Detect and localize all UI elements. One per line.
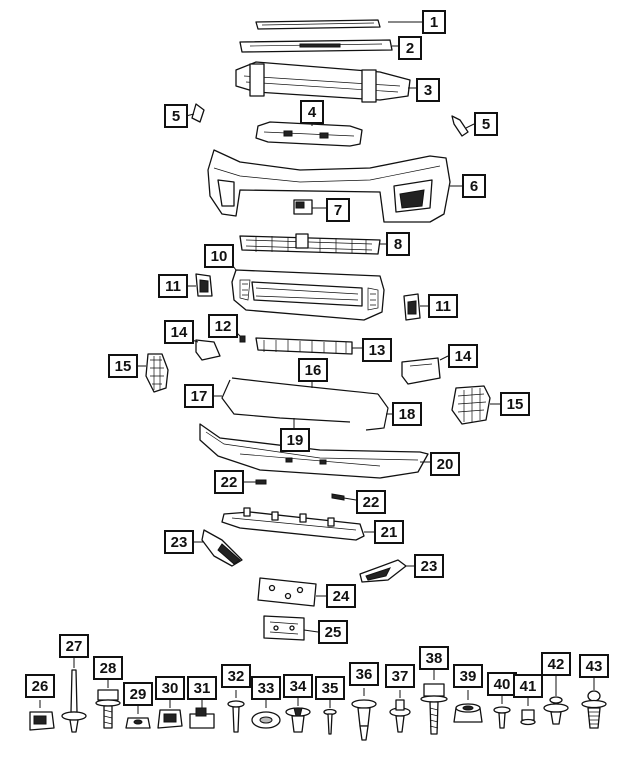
callout-30: 30: [155, 676, 185, 700]
fastener-40-bolt: [493, 696, 511, 729]
fastener-27-pin: [61, 658, 87, 733]
part-10-main-grille: [229, 261, 385, 321]
callout-35: 35: [315, 676, 345, 700]
part-2-bar: [239, 39, 398, 53]
fastener-26-clip: [29, 700, 55, 731]
fastener-32-screw: [227, 690, 245, 733]
fastener-34-push: [285, 698, 311, 733]
callout-23-right: 23: [414, 554, 444, 578]
part-4-bracket: [255, 118, 363, 147]
callout-14-right: 14: [448, 344, 478, 368]
fastener-41-nut: [520, 698, 536, 726]
callout-17: 17: [184, 384, 214, 408]
callout-11-left: 11: [158, 274, 188, 298]
callout-14-left: 14: [164, 320, 194, 344]
callout-27: 27: [59, 634, 89, 658]
callout-33: 33: [251, 676, 281, 700]
callout-20: 20: [430, 452, 460, 476]
callout-29: 29: [123, 682, 153, 706]
part-14-bezel-left: [191, 339, 221, 361]
callout-4: 4: [300, 100, 324, 124]
callout-22-right: 22: [356, 490, 386, 514]
callout-34: 34: [283, 674, 313, 698]
part-5-bracket-right: [451, 115, 475, 137]
fastener-28-bolt: [95, 680, 121, 729]
part-21-lower-bracket: [221, 507, 374, 541]
fastener-30-clip: [157, 700, 183, 729]
part-5-bracket-left: [185, 103, 205, 123]
callout-42: 42: [541, 652, 571, 676]
callout-28: 28: [93, 656, 123, 680]
part-15-lamp-left: [138, 353, 169, 393]
callout-5-left: 5: [164, 104, 188, 128]
part-13-lower-grille: [255, 337, 362, 355]
part-3-beam: [235, 61, 416, 103]
part-22-clip-left: [244, 479, 267, 485]
callout-6: 6: [462, 174, 486, 198]
part-18-molding-right: [365, 393, 392, 431]
part-6-fascia: [207, 149, 462, 223]
part-14-bezel-right: [401, 355, 449, 385]
callout-12: 12: [208, 314, 238, 338]
part-23-trim-right: [359, 559, 414, 583]
callout-41: 41: [513, 674, 543, 698]
callout-37: 37: [385, 664, 415, 688]
callout-11-right: 11: [428, 294, 458, 318]
callout-43: 43: [579, 654, 609, 678]
callout-26: 26: [25, 674, 55, 698]
part-15-lamp-right: [451, 385, 500, 425]
part-23-trim-left: [194, 529, 243, 567]
fastener-43-tree-clip: [581, 678, 607, 729]
callout-5-right: 5: [474, 112, 498, 136]
callout-25: 25: [318, 620, 348, 644]
part-16-molding-top: [231, 377, 379, 395]
callout-18: 18: [392, 402, 422, 426]
callout-38: 38: [419, 646, 449, 670]
callout-7: 7: [326, 198, 350, 222]
part-24-license-bracket: [257, 577, 326, 607]
callout-31: 31: [187, 676, 217, 700]
fastener-33-disc-clip: [251, 700, 281, 729]
part-8-grille: [239, 233, 386, 255]
callout-13: 13: [362, 338, 392, 362]
callout-24: 24: [326, 584, 356, 608]
callout-39: 39: [453, 664, 483, 688]
fastener-37-rivet: [389, 690, 411, 733]
callout-32: 32: [221, 664, 251, 688]
fastener-36-bolt: [351, 688, 377, 741]
part-11-trim-left: [188, 273, 213, 297]
part-25-plate-bracket: [263, 615, 319, 641]
fastener-31-u-nut: [189, 700, 215, 729]
fastener-29-nut: [125, 706, 151, 729]
fastener-35-screw: [323, 700, 337, 735]
callout-19: 19: [280, 428, 310, 452]
fastener-42-pin: [543, 676, 569, 725]
callout-3: 3: [416, 78, 440, 102]
part-1-strip: [255, 19, 422, 30]
callout-40: 40: [487, 672, 517, 696]
part-17-molding-left: [214, 379, 351, 423]
callout-1: 1: [422, 10, 446, 34]
callout-23-left: 23: [164, 530, 194, 554]
callout-16: 16: [298, 358, 328, 382]
part-7-sensor: [293, 199, 326, 215]
callout-21: 21: [374, 520, 404, 544]
fastener-38-flange-bolt: [420, 670, 448, 735]
callout-15-left: 15: [108, 354, 138, 378]
callout-10: 10: [204, 244, 234, 268]
part-11-trim-right: [403, 293, 428, 321]
callout-22-left: 22: [214, 470, 244, 494]
callout-8: 8: [386, 232, 410, 256]
part-22-clip-right: [331, 493, 357, 501]
callout-2: 2: [398, 36, 422, 60]
callout-15-right: 15: [500, 392, 530, 416]
callout-36: 36: [349, 662, 379, 686]
fastener-39-nut: [453, 690, 483, 723]
